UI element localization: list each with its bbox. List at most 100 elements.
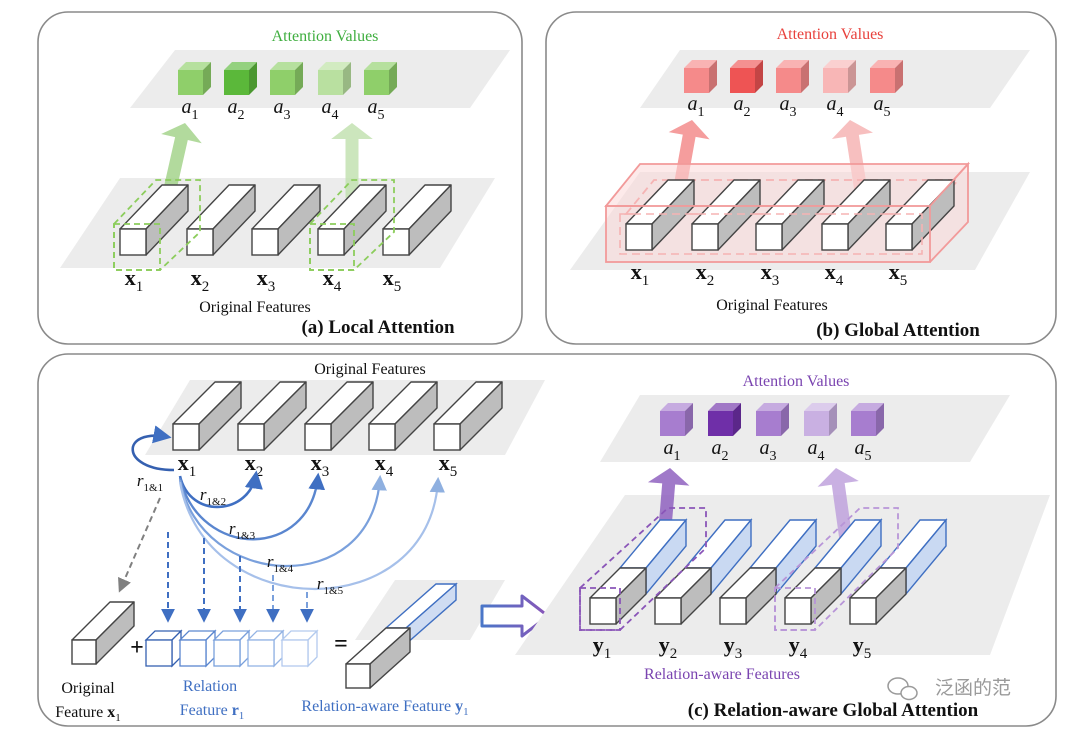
relation-label-4: r1&4 [267, 552, 294, 575]
global-window-side [929, 161, 969, 263]
y-bar-1 [589, 518, 688, 625]
y-label-3-var: y [724, 632, 735, 657]
feature-bar-3 [251, 184, 321, 256]
panel-a-title: (a) Local Attention [301, 317, 454, 338]
attention-cube-1 [178, 62, 211, 95]
y-label-3-sub: 3 [735, 646, 743, 662]
feature-bar-3 [304, 381, 374, 451]
original-feature-caption: Original [61, 680, 115, 697]
original-features-label: Original Features [199, 299, 311, 316]
feature-bar-5 [433, 381, 503, 451]
feature-bars [172, 381, 503, 451]
feature-label-2-sub: 2 [707, 273, 715, 289]
feature-bar-2 [237, 381, 307, 451]
feature-label-1-sub: 1 [189, 464, 197, 480]
attention-label-4-var: a [322, 96, 332, 118]
feature-label-3-sub: 3 [772, 273, 780, 289]
relation-aware-features-label: Relation-aware Features [644, 666, 800, 683]
attention-label-1: a1 [182, 96, 199, 123]
relation-arc-5 [178, 476, 445, 590]
plus-sign: + [130, 635, 144, 661]
attention-label-5: a5 [368, 96, 385, 123]
attention-label-5-sub: 5 [378, 108, 385, 123]
relation-label-2-sub: 1&2 [207, 496, 227, 508]
local-windows [579, 507, 899, 631]
attention-label-2: a2 [734, 93, 751, 120]
wechat-icon [887, 677, 918, 701]
feature-label-1: x1 [178, 450, 197, 480]
relation-cube-2 [178, 629, 217, 668]
relation-cube-3 [212, 629, 251, 668]
y-bar-front-4 [784, 567, 842, 625]
y-bar-front-3 [719, 567, 777, 625]
attention-label-4-var: a [827, 93, 837, 115]
y-label-5: y5 [853, 632, 872, 662]
relation-arc-4 [178, 474, 387, 568]
relation-label-1-sub: 1&1 [144, 482, 164, 494]
feature-label-4-sub: 4 [836, 273, 844, 289]
local-window-1 [113, 179, 201, 271]
attention-label-4: a4 [322, 96, 339, 123]
y-label-1-var: y [593, 632, 604, 657]
attention-label-1: a1 [688, 93, 705, 120]
feature-label-3: x3 [761, 259, 780, 289]
local-window-1-front [579, 587, 621, 631]
y-bar-front-2 [654, 567, 712, 625]
attention-label-3: a3 [760, 437, 777, 464]
attention-label-5-var: a [855, 437, 865, 459]
feature-label-5-var: x [383, 265, 394, 290]
relation-label-1: r1&1 [137, 471, 163, 494]
attention-label-3-var: a [760, 437, 770, 459]
feature-label-1-var: x [178, 450, 189, 475]
attention-arrows [647, 468, 859, 541]
attention-label-1-sub: 1 [674, 449, 681, 464]
watermark-text: 泛函的范 [935, 677, 1011, 699]
attention-label-1-sub: 1 [698, 105, 705, 120]
feature-bar-1 [119, 184, 189, 256]
feature-label-1: x1 [631, 259, 650, 289]
feature-label-3-var: x [311, 450, 322, 475]
feature-label-3-sub: 3 [268, 279, 276, 295]
dashed-arrow-original [118, 497, 161, 593]
attention-label-4-var: a [808, 437, 818, 459]
attention-cubes [178, 62, 397, 95]
y-label-4: y4 [789, 632, 808, 662]
feature-label-1-var: x [125, 265, 136, 290]
y-label-2-var: y [659, 632, 670, 657]
original-feature-bar-shape [71, 601, 135, 665]
y-label-1: y1 [593, 632, 612, 662]
relation-label-4-var: r [267, 552, 274, 571]
relation-dashed-arrows [118, 497, 314, 623]
y-label-2: y2 [659, 632, 678, 662]
relation-aware-feature-caption: Relation-aware Feature y1 [301, 698, 468, 718]
attention-label-2: a2 [228, 96, 245, 123]
attention-cubes [684, 60, 903, 93]
y1-bar-front [345, 627, 411, 689]
attention-arrow-4 [817, 468, 859, 541]
attention-cube-4 [804, 403, 837, 436]
attention-label-4-sub: 4 [818, 449, 825, 464]
local-window-1-front [113, 223, 161, 271]
feature-label-5-sub: 5 [900, 273, 908, 289]
feature-label-2-var: x [245, 450, 256, 475]
attention-cube-1 [660, 403, 693, 436]
attention-label-3-sub: 3 [284, 108, 291, 123]
relation-label-2: r1&2 [200, 485, 226, 508]
attention-label-3-sub: 3 [770, 449, 777, 464]
attention-label-1: a1 [664, 437, 681, 464]
relation-label-3: r1&3 [229, 519, 256, 542]
feature-bar-1 [625, 179, 695, 251]
feature-label-3-sub: 3 [322, 464, 330, 480]
relation-label-3-var: r [229, 519, 236, 538]
attention-label-1-var: a [664, 437, 674, 459]
attention-label-3-sub: 3 [790, 105, 797, 120]
feature-label-5: x5 [383, 265, 402, 295]
attention-cube-2 [708, 403, 741, 436]
y-bar-5 [849, 518, 948, 625]
attention-label-2: a2 [712, 437, 729, 464]
